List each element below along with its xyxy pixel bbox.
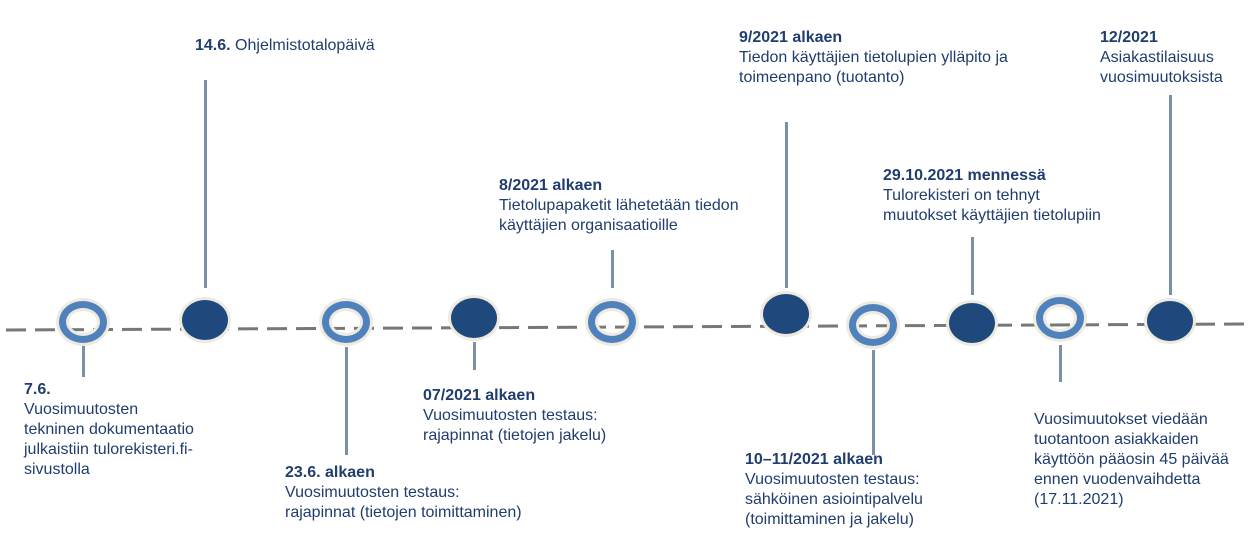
connector [345, 347, 348, 455]
event-text: muutokset käyttäjien tietolupiin [883, 207, 1101, 224]
event-text: Tulorekisteri on tehnyt [883, 187, 1040, 204]
event-title: 29.10.2021 mennessä [883, 167, 1046, 184]
event-title: 8/2021 alkaen [499, 177, 603, 194]
event-title: 14.6. [195, 37, 231, 54]
milestone-dot-marker [1147, 301, 1193, 341]
event-label-3: 07/2021 alkaen Vuosimuutosten testaus: r… [423, 386, 606, 446]
milestone-dot-marker [451, 298, 497, 338]
event-text: Ohjelmistotalopäivä [230, 37, 375, 54]
connector [204, 80, 207, 288]
event-text: julkaistiin tulorekisteri.fi- [24, 441, 193, 458]
connector [1059, 345, 1062, 382]
event-text: Vuosimuutokset viedään [1034, 411, 1208, 428]
event-label-9: Vuosimuutokset viedään tuotantoon asiakk… [1034, 410, 1229, 510]
connector [971, 237, 974, 295]
event-text: käyttäjien organisaatioille [499, 217, 678, 234]
connector [1169, 95, 1172, 295]
event-label-6: 10–11/2021 alkaen Vuosimuutosten testaus… [745, 450, 923, 530]
milestone-ring-marker [1036, 297, 1084, 339]
event-title: 23.6. alkaen [285, 464, 375, 481]
event-label-7: 29.10.2021 mennessä Tulorekisteri on teh… [883, 166, 1101, 226]
event-text: (17.11.2021) [1034, 491, 1124, 508]
event-text: Vuosimuutosten [24, 401, 139, 418]
event-label-2: 23.6. alkaen Vuosimuutosten testaus: raj… [285, 463, 522, 523]
event-text: rajapinnat (tietojen toimittaminen) [285, 504, 522, 521]
milestone-ring-marker [322, 301, 370, 343]
event-label-0: 7.6. Vuosimuutosten tekninen dokumentaat… [24, 380, 194, 480]
event-text: Tietolupapaketit lähetetään tiedon [499, 197, 739, 214]
milestone-dot-marker [949, 303, 995, 343]
connector [473, 342, 476, 370]
event-text: Vuosimuutosten testaus: [285, 484, 460, 501]
event-title: 7.6. [24, 381, 51, 398]
event-text: tekninen dokumentaatio [24, 421, 194, 438]
event-text: käyttöön pääosin 45 päivää [1034, 451, 1229, 468]
event-text: Vuosimuutosten testaus: [423, 407, 598, 424]
event-title: 07/2021 alkaen [423, 387, 536, 404]
event-text: Asiakastilaisuus [1100, 49, 1214, 66]
connector [872, 350, 875, 455]
event-text: rajapinnat (tietojen jakelu) [423, 427, 607, 444]
connector [785, 122, 788, 288]
milestone-ring-marker [849, 304, 897, 346]
event-title: 12/2021 [1100, 29, 1158, 46]
event-text: toimeenpano (tuotanto) [739, 69, 905, 86]
event-title: 10–11/2021 alkaen [745, 451, 883, 468]
event-label-8: 12/2021 Asiakastilaisuus vuosimuutoksist… [1100, 28, 1223, 88]
milestone-ring-marker [588, 301, 636, 343]
event-label-5: 9/2021 alkaen Tiedon käyttäjien tietolup… [739, 28, 1008, 88]
event-label-1: 14.6. Ohjelmistotalopäivä [195, 36, 375, 56]
milestone-dot-marker [763, 294, 809, 334]
event-text: sähköinen asiointipalvelu [745, 491, 923, 508]
milestone-ring-marker [59, 301, 107, 343]
milestone-dot-marker [182, 300, 228, 340]
event-text: sivustolla [24, 461, 90, 478]
event-text: (toimittaminen ja jakelu) [745, 511, 914, 528]
event-label-4: 8/2021 alkaen Tietolupapaketit lähetetää… [499, 176, 739, 236]
event-text: Tiedon käyttäjien tietolupien ylläpito j… [739, 49, 1008, 66]
event-text: Vuosimuutosten testaus: [745, 471, 920, 488]
connector [611, 250, 614, 288]
event-title: 9/2021 alkaen [739, 29, 843, 46]
connector [82, 345, 85, 377]
event-text: ennen vuodenvaihdetta [1034, 471, 1201, 488]
event-text: tuotantoon asiakkaiden [1034, 431, 1199, 448]
event-text: vuosimuutoksista [1100, 69, 1223, 86]
